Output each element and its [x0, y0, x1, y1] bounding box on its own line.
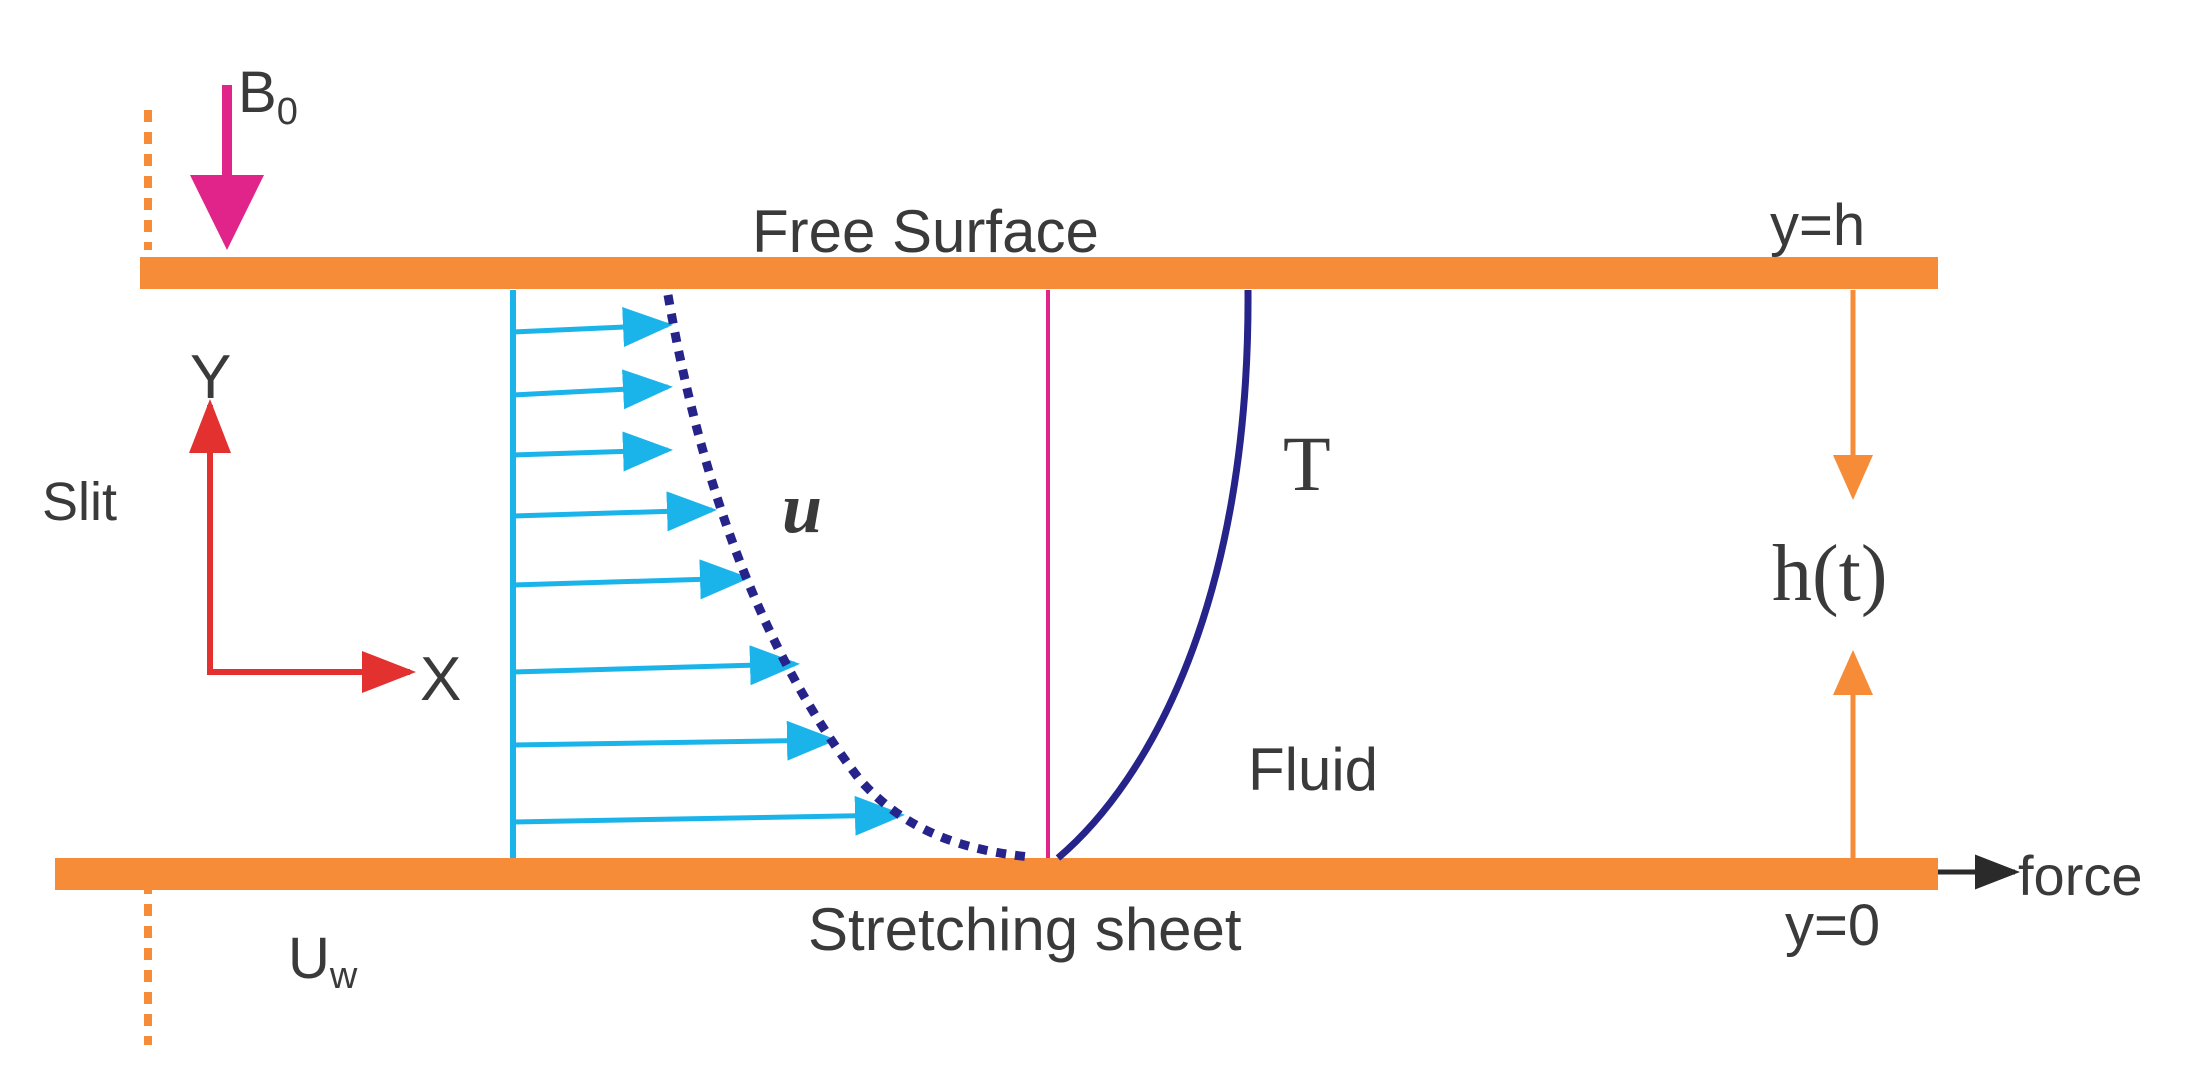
force-label: force — [2018, 844, 2143, 907]
wall-velocity-label: Uw — [288, 926, 358, 997]
slit-label: Slit — [42, 472, 117, 532]
temperature-label: T — [1283, 420, 1331, 507]
velocity-arrow — [512, 431, 673, 472]
velocity-arrow — [512, 491, 717, 532]
magnetic-field-arrow-icon — [190, 85, 264, 250]
velocity-arrow — [512, 307, 673, 348]
x-axis-label: X — [420, 645, 461, 714]
stretching-sheet-plate — [55, 858, 1938, 890]
velocity-profile-curve — [663, 294, 1031, 862]
y-axis-label: Y — [190, 343, 231, 412]
free-surface-label: Free Surface — [752, 198, 1099, 265]
temperature-profile-curve — [1055, 289, 1252, 861]
velocity-arrow — [512, 795, 905, 836]
velocity-arrow — [512, 720, 837, 761]
fluid-label: Fluid — [1248, 736, 1378, 803]
bottom-boundary-label: y=0 — [1785, 893, 1880, 958]
free-surface-plate — [140, 257, 1938, 289]
velocity-label: u — [782, 468, 822, 548]
velocity-arrow — [512, 559, 750, 600]
magnetic-field-label: B0 — [238, 60, 298, 133]
thickness-label: h(t) — [1772, 530, 1888, 618]
velocity-arrow — [512, 645, 800, 686]
velocity-arrow — [512, 369, 673, 410]
top-boundary-label: y=h — [1770, 193, 1865, 258]
stretching-sheet-label: Stretching sheet — [808, 896, 1242, 963]
velocity-arrows — [512, 307, 905, 836]
